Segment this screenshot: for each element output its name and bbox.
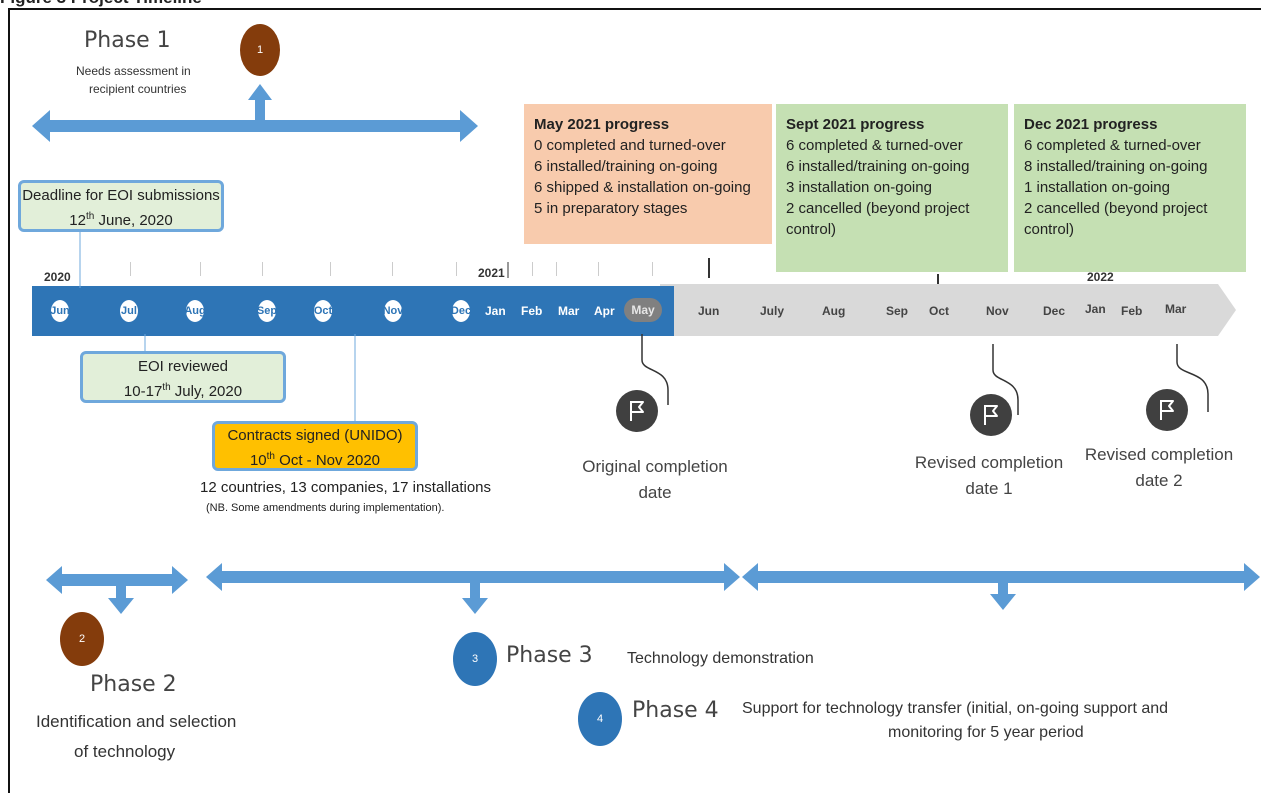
month-aug-2021: Aug [822, 304, 846, 318]
month-jun-2020: Jun [50, 300, 70, 322]
progress-may-line: 6 shipped & installation on-going [534, 179, 751, 196]
progress-dec-line: 8 installed/training on-going [1024, 158, 1208, 175]
eoi-deadline-date: 12th June, 2020 [69, 211, 173, 229]
phase4-title: Phase 4 [632, 698, 719, 723]
phase1-title: Phase 1 [84, 28, 171, 53]
progress-dec-title: Dec 2021 progress [1024, 116, 1158, 133]
contracts-signed-box: Contracts signed (UNIDO) 10th Oct - Nov … [212, 421, 418, 471]
month-nov-2021: Nov [986, 304, 1009, 318]
phase3-badge: 3 [453, 632, 497, 686]
year-2020-label: 2020 [44, 270, 71, 284]
phase2-badge: 2 [60, 612, 104, 666]
phase4-desc-line1: Support for technology transfer (initial… [742, 700, 1169, 717]
month-jan-2021: Jan [485, 304, 506, 318]
eoi-deadline-box: Deadline for EOI submissions 12th June, … [18, 180, 224, 232]
progress-may-line: 5 in preparatory stages [534, 200, 688, 217]
progress-dec-line: 6 completed & turned-over [1024, 137, 1201, 154]
progress-may-2021: May 2021 progress 0 completed and turned… [524, 104, 772, 244]
revised-completion-1-flag-icon [970, 394, 1012, 436]
progress-may-line: 0 completed and turned-over [534, 137, 726, 154]
progress-dec-2021: Dec 2021 progress 6 completed & turned-o… [1014, 104, 1246, 272]
revised-completion-2-flag-icon [1146, 389, 1188, 431]
original-completion-line1: Original completion [582, 457, 728, 476]
month-jan-2022: Jan [1085, 302, 1106, 316]
progress-dec-line: 2 cancelled (beyond project [1024, 200, 1208, 217]
revised-completion-2-label: Revised completion date 2 [1064, 442, 1254, 494]
progress-sept-line: 6 installed/training on-going [786, 158, 970, 175]
eoi-deadline-line1: Deadline for EOI submissions [22, 187, 220, 204]
revised-completion-1-label: Revised completion date 1 [894, 450, 1084, 502]
phase3-arrow [206, 563, 740, 614]
progress-may-line: 6 installed/training on-going [534, 158, 718, 175]
phase2-arrow [46, 566, 188, 614]
phase4-desc-line2: monitoring for 5 year period [888, 724, 1084, 741]
month-may-2021-current: May [624, 298, 662, 322]
progress-sept-line: 2 cancelled (beyond project [786, 200, 970, 217]
phase4-arrow [742, 563, 1260, 610]
phase2-title: Phase 2 [90, 672, 177, 697]
revised-completion-2-line2: date 2 [1135, 471, 1183, 490]
phase1-desc-line2: recipient countries [89, 82, 187, 96]
month-oct-2021: Oct [929, 304, 950, 318]
phase4-badge: 4 [578, 692, 622, 746]
contracts-line1: Contracts signed (UNIDO) [227, 427, 403, 444]
contracts-date: 10th Oct - Nov 2020 [249, 451, 381, 469]
progress-dec-line: control) [1024, 221, 1075, 238]
year-2021-label: 2021 [478, 266, 505, 280]
month-jul-2020: Jul [120, 300, 138, 322]
timeline-blue-bar [32, 286, 674, 336]
eoi-reviewed-date: 10-17th July, 2020 [123, 382, 243, 400]
month-sep-2020: Sep [257, 300, 277, 322]
figure-title: Figure 3 Project Timeline [0, 0, 202, 8]
month-feb-2022: Feb [1121, 304, 1143, 318]
month-dec-2020: Dec [451, 300, 471, 322]
timeline-grey-bar [660, 284, 1236, 336]
month-feb-2021: Feb [521, 304, 543, 318]
phase2-desc-line2: of technology [74, 742, 176, 761]
month-oct-2020: Oct [314, 300, 332, 322]
original-completion-label: Original completion date [560, 454, 750, 506]
contracts-note-2: (NB. Some amendments during implementati… [206, 502, 445, 514]
phase1-badge: 1 [240, 24, 280, 76]
original-completion-flag-icon [616, 390, 658, 432]
eoi-reviewed-line1: EOI reviewed [137, 358, 229, 375]
progress-sept-2021: Sept 2021 progress 6 completed & turned-… [776, 104, 1008, 272]
progress-sept-line: 3 installation on-going [786, 179, 932, 196]
phase1-arrow [32, 84, 478, 142]
year-2022-label: 2022 [1087, 270, 1114, 284]
month-dec-2021: Dec [1043, 304, 1066, 318]
revised-completion-1-line2: date 1 [965, 479, 1013, 498]
month-mar-2021: Mar [558, 304, 580, 318]
month-nov-2020: Nov [383, 300, 403, 322]
phase1-desc-line1: Needs assessment in [76, 64, 191, 78]
month-july-2021: July [760, 304, 785, 318]
revised-completion-2-line1: Revised completion [1084, 445, 1234, 464]
progress-sept-title: Sept 2021 progress [786, 116, 925, 133]
phase3-desc: Technology demonstration [627, 650, 814, 667]
phase2-desc-line1: Identification and selection [36, 712, 237, 731]
month-apr-2021: Apr [594, 304, 615, 318]
revised-completion-1-line1: Revised completion [914, 453, 1064, 472]
progress-sept-line: control) [786, 221, 837, 238]
progress-may-title: May 2021 progress [534, 116, 670, 133]
contracts-note-1: 12 countries, 13 companies, 17 installat… [200, 479, 492, 496]
month-mar-2022: Mar [1165, 302, 1187, 316]
progress-sept-line: 6 completed & turned-over [786, 137, 963, 154]
eoi-reviewed-box: EOI reviewed 10-17th July, 2020 [80, 351, 286, 403]
frame-left-border [8, 8, 10, 793]
month-jun-2021: Jun [698, 304, 720, 318]
month-aug-2020: Aug [184, 300, 206, 322]
progress-dec-line: 1 installation on-going [1024, 179, 1170, 196]
phase3-title: Phase 3 [506, 643, 593, 668]
frame-top-border [8, 8, 1261, 10]
original-completion-line2: date [638, 483, 672, 502]
month-sep-2021: Sep [886, 304, 909, 318]
